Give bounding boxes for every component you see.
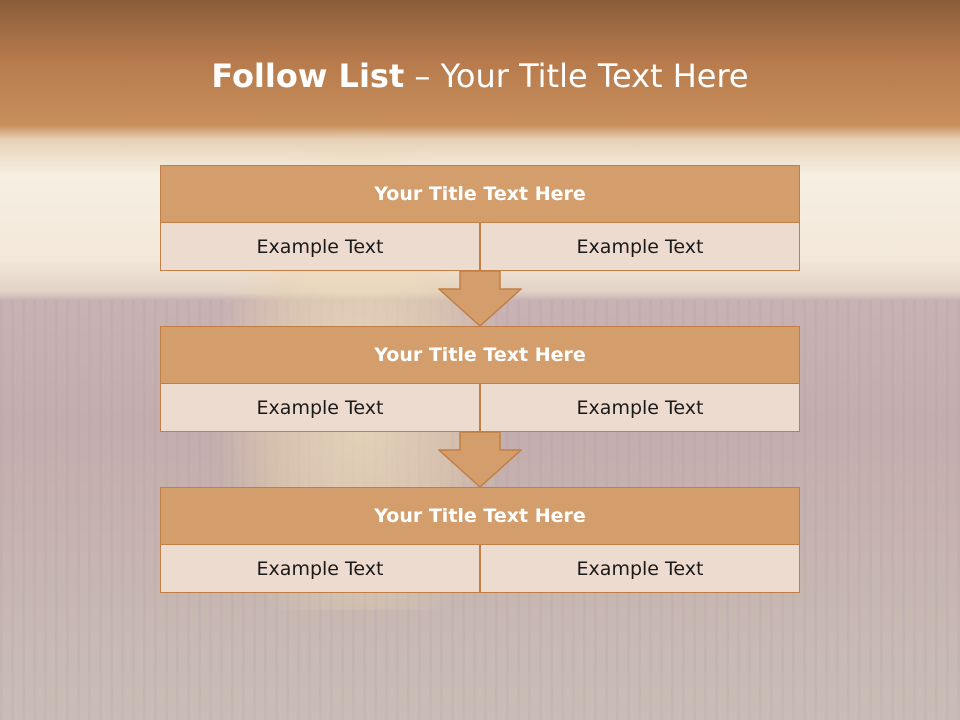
down-arrow-icon <box>438 271 522 327</box>
step-title[interactable]: Your Title Text Here <box>160 487 800 545</box>
title-rest: – Your Title Text Here <box>404 57 749 95</box>
step-right-text[interactable]: Example Text <box>480 222 800 271</box>
step-left-text[interactable]: Example Text <box>160 222 480 271</box>
down-arrow-icon <box>438 432 522 488</box>
step-right-text[interactable]: Example Text <box>480 383 800 432</box>
step-box-3[interactable]: Your Title Text Here Example Text Exampl… <box>160 487 800 593</box>
step-left-text[interactable]: Example Text <box>160 544 480 593</box>
step-left-text[interactable]: Example Text <box>160 383 480 432</box>
step-title[interactable]: Your Title Text Here <box>160 326 800 384</box>
step-box-1[interactable]: Your Title Text Here Example Text Exampl… <box>160 165 800 271</box>
step-right-text[interactable]: Example Text <box>480 544 800 593</box>
step-box-2[interactable]: Your Title Text Here Example Text Exampl… <box>160 326 800 432</box>
title-bold: Follow List <box>211 57 405 95</box>
slide-title: Follow List – Your Title Text Here <box>0 52 960 100</box>
step-title[interactable]: Your Title Text Here <box>160 165 800 223</box>
